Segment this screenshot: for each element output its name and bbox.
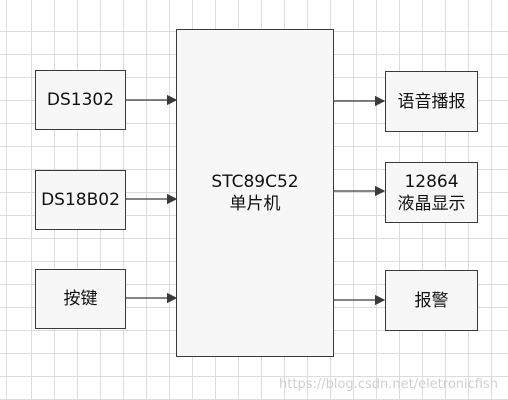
block-alarm-label: 报警 xyxy=(414,290,449,311)
block-mcu: STC89C52 单片机 xyxy=(176,29,334,357)
block-keys-label: 按键 xyxy=(63,289,98,309)
block-voice-label: 语音播报 xyxy=(397,91,466,112)
block-mcu-name: 单片机 xyxy=(229,194,281,214)
block-lcd-model: 12864 xyxy=(404,171,459,192)
block-voice: 语音播报 xyxy=(385,71,478,132)
block-alarm: 报警 xyxy=(385,270,478,331)
block-lcd-label: 液晶显示 xyxy=(397,193,466,214)
block-lcd: 12864 液晶显示 xyxy=(385,162,478,223)
watermark-text: https://blog.csdn.net/eletronicfish xyxy=(279,377,498,392)
block-keys: 按键 xyxy=(35,269,126,329)
block-ds18b02: DS18B02 xyxy=(35,170,126,230)
block-ds18b02-label: DS18B02 xyxy=(41,190,120,210)
block-ds1302: DS1302 xyxy=(35,70,126,130)
block-mcu-model: STC89C52 xyxy=(211,172,299,192)
block-ds1302-label: DS1302 xyxy=(46,90,115,110)
